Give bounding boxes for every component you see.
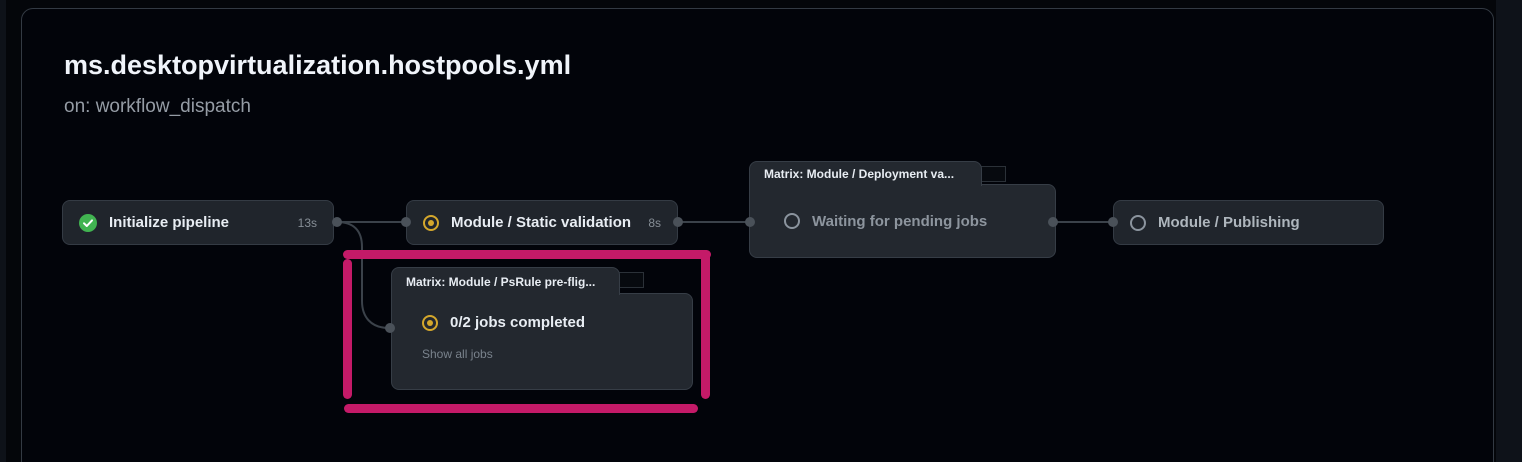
check-circle-icon bbox=[79, 213, 97, 232]
show-all-jobs-link[interactable]: Show all jobs bbox=[422, 347, 493, 361]
job-node-static-validation[interactable]: Module / Static validation 8s bbox=[406, 200, 678, 245]
matrix-tab-label: Matrix: Module / Deployment va... bbox=[764, 167, 955, 181]
job-label: Module / Static validation bbox=[451, 214, 632, 231]
matrix-deployment-body[interactable]: Waiting for pending jobs bbox=[749, 184, 1056, 258]
highlight-annotation-bottom bbox=[344, 404, 698, 413]
job-node-initialize-pipeline[interactable]: Initialize pipeline 13s bbox=[62, 200, 334, 245]
in-progress-icon bbox=[422, 314, 438, 331]
highlight-annotation-left bbox=[343, 259, 352, 399]
matrix-message: Waiting for pending jobs bbox=[812, 212, 988, 230]
matrix-deployment-tab[interactable]: Matrix: Module / Deployment va... bbox=[749, 161, 982, 186]
job-label: Initialize pipeline bbox=[109, 214, 230, 231]
in-progress-icon bbox=[423, 214, 439, 231]
job-label: Module / Publishing bbox=[1158, 214, 1300, 231]
job-duration: 8s bbox=[648, 215, 661, 230]
matrix-psrule-tab[interactable]: Matrix: Module / PsRule pre-flig... bbox=[391, 267, 620, 295]
matrix-message: 0/2 jobs completed bbox=[450, 314, 586, 331]
pending-circle-icon bbox=[1130, 214, 1146, 231]
matrix-tab-label: Matrix: Module / PsRule pre-flig... bbox=[406, 274, 596, 289]
highlight-annotation-top bbox=[343, 250, 711, 259]
workflow-title: ms.desktopvirtualization.hostpools.yml bbox=[64, 50, 572, 80]
job-duration: 13s bbox=[297, 215, 317, 230]
job-node-publishing[interactable]: Module / Publishing bbox=[1113, 200, 1384, 245]
matrix-psrule-body[interactable]: 0/2 jobs completed Show all jobs bbox=[391, 293, 693, 390]
highlight-annotation-right bbox=[701, 250, 710, 399]
workflow-trigger: on: workflow_dispatch bbox=[64, 96, 251, 117]
pending-circle-icon bbox=[784, 213, 800, 229]
